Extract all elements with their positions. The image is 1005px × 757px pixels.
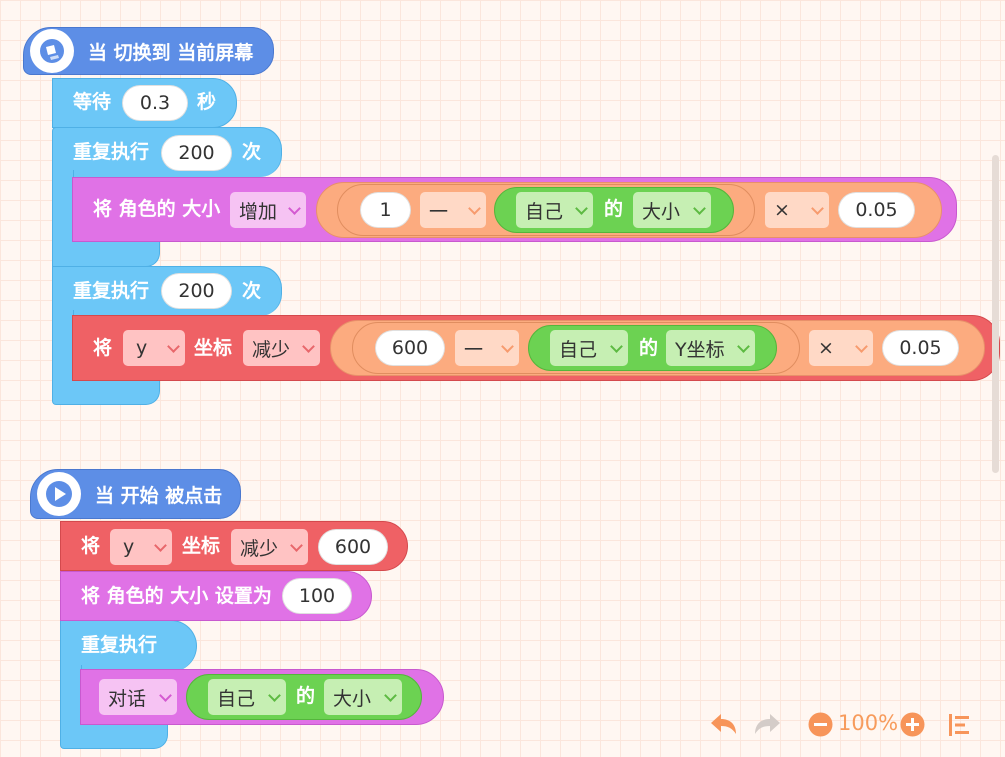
set-size-label: 将 角色的 大小 设置为 — [81, 585, 272, 607]
y-op-dropdown[interactable]: 减少 — [243, 330, 320, 366]
repeat-1-unit: 次 — [242, 141, 262, 163]
repeat-1-count-input[interactable]: 200 — [161, 135, 232, 171]
start-y-op-dropdown[interactable]: 减少 — [231, 529, 308, 565]
of-label: 的 — [604, 198, 624, 220]
redo-icon[interactable] — [751, 710, 783, 740]
say-property-dropdown[interactable]: 大小 — [324, 679, 402, 715]
repeat-block-1-foot — [52, 240, 160, 267]
set-size-input[interactable]: 100 — [282, 578, 352, 614]
chevron-down-icon — [855, 340, 868, 353]
say-property-value: 大小 — [333, 687, 372, 710]
size-op-dropdown[interactable]: 增加 — [230, 192, 306, 228]
y-self-value: 自己 — [559, 338, 598, 361]
repeat-block-2-foot — [52, 378, 160, 405]
forever-block-foot — [60, 722, 168, 749]
chevron-down-icon — [575, 202, 588, 215]
coord-label: 坐标 — [194, 337, 233, 359]
say-op-value: 对话 — [108, 687, 147, 710]
chevron-down-icon — [302, 340, 315, 353]
multiply-op-value: × — [774, 199, 790, 221]
y-property-dropdown[interactable]: Y坐标 — [666, 330, 755, 366]
y-axis-dropdown[interactable]: y — [123, 330, 185, 366]
property-value: 大小 — [642, 200, 681, 223]
y-of-label: 的 — [639, 337, 659, 359]
repeat-2-count-input[interactable]: 200 — [161, 273, 232, 309]
size-op-value: 增加 — [239, 200, 278, 223]
chevron-down-icon — [159, 689, 172, 702]
chevron-down-icon — [290, 539, 303, 552]
chevron-down-icon — [610, 340, 623, 353]
multiply-op-dropdown[interactable]: × — [765, 192, 829, 228]
chevron-down-icon — [268, 689, 281, 702]
wait-label: 等待 — [73, 91, 112, 113]
vertical-scrollbar[interactable] — [992, 155, 999, 473]
start-y-axis-dropdown[interactable]: y — [110, 529, 172, 565]
change-size-prefix: 将 角色的 大小 — [93, 198, 221, 220]
chevron-down-icon — [288, 202, 301, 215]
wait-unit: 秒 — [197, 91, 217, 113]
multiply-factor-input[interactable]: 0.05 — [838, 192, 915, 228]
chevron-down-icon — [737, 340, 750, 353]
zoom-level: 100% — [838, 711, 899, 735]
forever-label: 重复执行 — [81, 634, 158, 656]
y-axis-value: y — [136, 337, 148, 359]
subtract-left-input[interactable]: 1 — [360, 192, 411, 228]
subtract-op-value: 一 — [429, 200, 449, 223]
start-y-axis-value: y — [123, 536, 135, 558]
play-icon — [37, 472, 81, 516]
start-coord-label: 坐标 — [182, 535, 221, 557]
y-op-value: 减少 — [252, 338, 291, 361]
y-self-dropdown[interactable]: 自己 — [550, 330, 628, 366]
hat-block-start-clicked[interactable] — [30, 469, 241, 519]
y-multiply-factor-input[interactable]: 0.05 — [882, 330, 959, 366]
chevron-down-icon — [154, 539, 167, 552]
self-dropdown[interactable]: 自己 — [516, 192, 593, 228]
align-icon[interactable] — [947, 712, 973, 738]
repeat-2-unit: 次 — [242, 280, 262, 302]
chevron-down-icon — [384, 689, 397, 702]
hat-label-switch-screen: 当 切换到 当前屏幕 — [88, 42, 254, 64]
y-property-value: Y坐标 — [675, 338, 725, 361]
subtract-op-dropdown[interactable]: 一 — [420, 192, 486, 228]
chevron-down-icon — [811, 202, 824, 215]
chevron-down-icon — [501, 340, 514, 353]
hat-label-start-clicked: 当 开始 被点击 — [95, 485, 223, 507]
property-dropdown[interactable]: 大小 — [633, 192, 711, 228]
say-self-value: 自己 — [217, 687, 256, 710]
say-self-dropdown[interactable]: 自己 — [208, 679, 286, 715]
start-y-value-input[interactable]: 600 — [318, 529, 388, 565]
y-multiply-op-dropdown[interactable]: × — [809, 330, 873, 366]
chevron-down-icon — [693, 202, 706, 215]
chevron-down-icon — [468, 202, 481, 215]
plus-icon[interactable] — [900, 712, 925, 737]
y-multiply-op-value: × — [818, 337, 834, 359]
hat-block-switch-screen[interactable] — [23, 27, 274, 75]
chevron-down-icon — [167, 340, 180, 353]
say-op-dropdown[interactable]: 对话 — [99, 679, 177, 715]
y-subtract-op-dropdown[interactable]: 一 — [455, 330, 519, 366]
y-subtract-left-input[interactable]: 600 — [375, 330, 445, 366]
say-of-label: 的 — [296, 685, 316, 707]
screen-switch-icon — [30, 29, 74, 73]
change-y-prefix: 将 — [93, 337, 113, 359]
y-subtract-op-value: 一 — [464, 338, 484, 361]
start-change-y-prefix: 将 — [81, 535, 101, 557]
minus-icon[interactable] — [808, 712, 833, 737]
self-value: 自己 — [525, 200, 564, 223]
repeat-1-label: 重复执行 — [73, 141, 150, 163]
repeat-2-label: 重复执行 — [73, 280, 150, 302]
undo-icon[interactable] — [708, 710, 740, 740]
wait-seconds-input[interactable]: 0.3 — [122, 85, 188, 121]
start-y-op-value: 减少 — [240, 537, 279, 560]
